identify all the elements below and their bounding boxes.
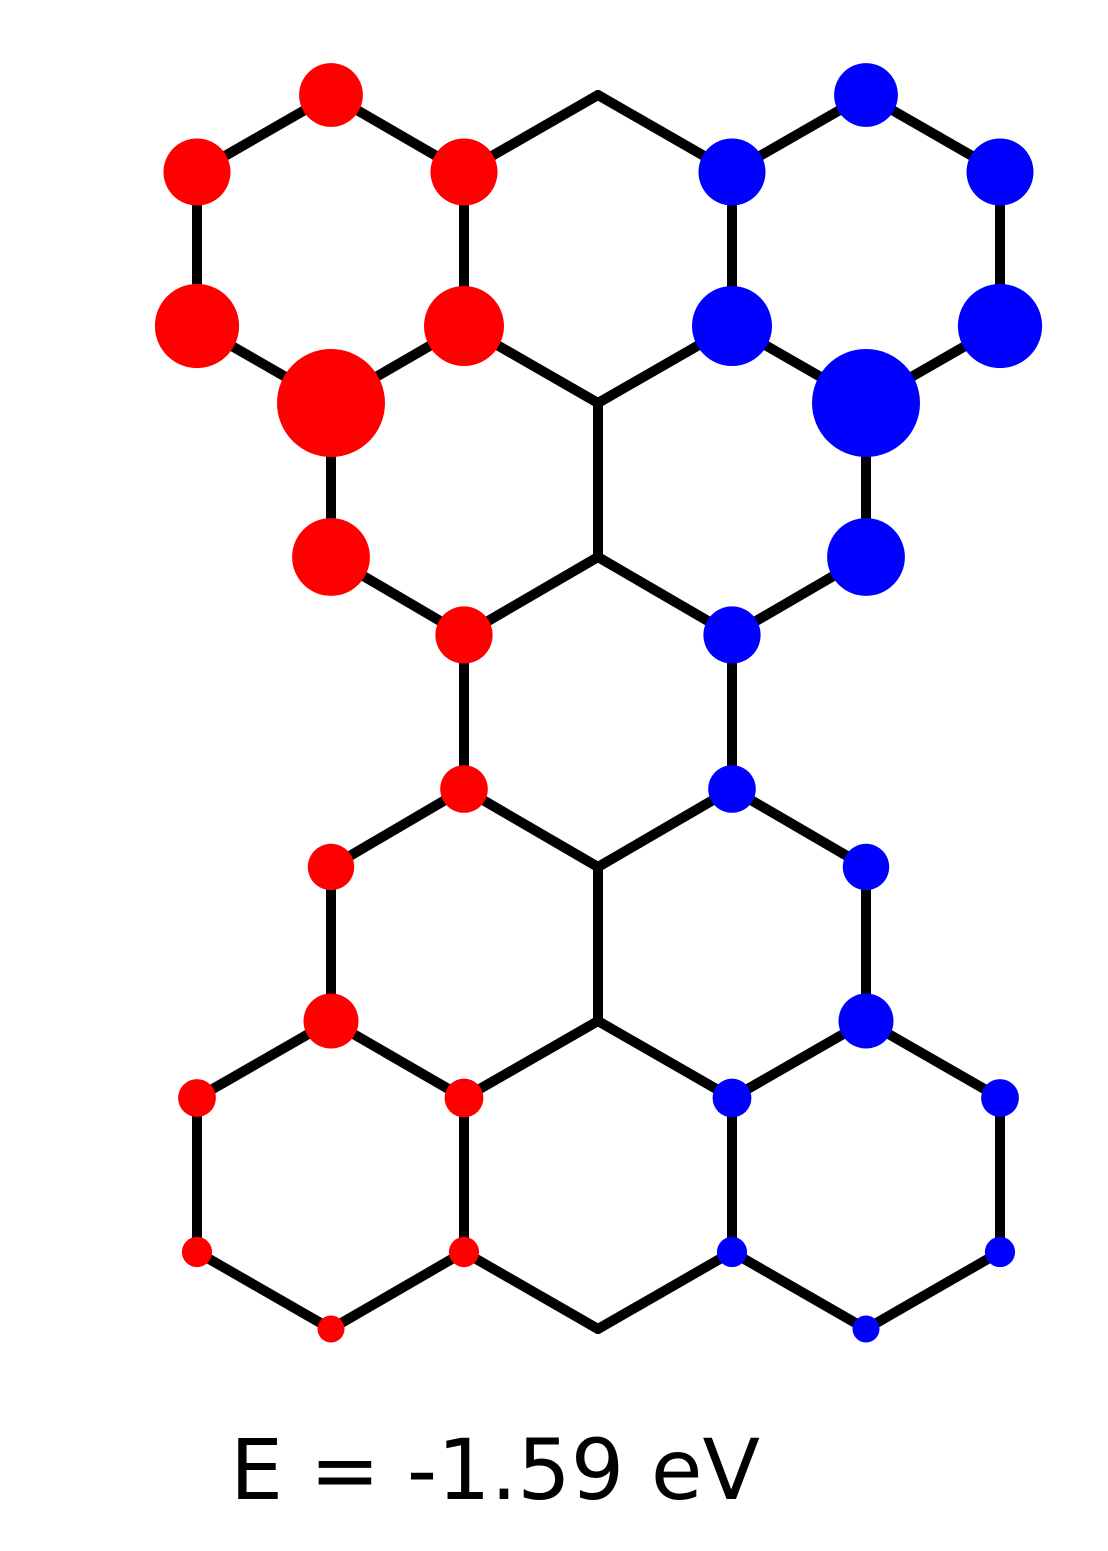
orbital-lobe-f2 xyxy=(444,1078,484,1118)
orbital-lobe-a5 xyxy=(698,138,766,206)
orbital-layer xyxy=(154,63,1043,1343)
orbital-lobe-d5 xyxy=(842,843,890,891)
orbital-lobe-f4 xyxy=(981,1079,1019,1117)
orbital-lobe-a3 xyxy=(430,138,498,206)
bond-e2-f3 xyxy=(593,1016,737,1103)
bond-h2-g3 xyxy=(593,1247,737,1334)
orbital-lobe-c4 xyxy=(703,606,761,664)
orbital-lobe-g3 xyxy=(716,1236,748,1268)
orbital-lobe-g4 xyxy=(984,1236,1016,1268)
orbital-lobe-h1 xyxy=(317,1315,345,1343)
bond-d3-d5 xyxy=(727,784,871,872)
bond-g1-h1 xyxy=(192,1247,336,1334)
orbital-lobe-g2 xyxy=(448,1236,480,1268)
bond-g2-h2 xyxy=(459,1247,603,1334)
bond-h1-g2 xyxy=(326,1247,469,1334)
bond-d2-d3 xyxy=(593,784,737,872)
orbital-lobe-c5 xyxy=(827,518,905,596)
orbital-lobe-d4 xyxy=(307,843,355,891)
orbital-lobe-e1 xyxy=(303,993,359,1049)
orbital-lobe-b2 xyxy=(277,349,385,457)
orbital-lobe-e3 xyxy=(838,993,894,1049)
orbital-lobe-a2 xyxy=(163,138,231,206)
orbital-lobe-b6 xyxy=(812,349,920,457)
orbital-lobe-g1 xyxy=(181,1236,213,1268)
energy-label: E = -1.59 eV xyxy=(229,1421,761,1519)
orbital-lobe-f1 xyxy=(178,1079,216,1117)
orbital-lobe-h3 xyxy=(852,1315,880,1343)
orbital-lobe-d3 xyxy=(708,765,756,813)
orbital-lobe-b7 xyxy=(957,283,1043,369)
orbital-lobe-c2 xyxy=(435,606,493,664)
orbital-lobe-a6 xyxy=(834,63,898,127)
orbital-lobe-b1 xyxy=(154,283,240,369)
bond-g3-h3 xyxy=(727,1247,871,1334)
orbital-lobe-a1 xyxy=(299,63,363,127)
orbital-lobe-c1 xyxy=(292,518,370,596)
bond-d1-d4 xyxy=(326,784,469,872)
bond-layer xyxy=(192,90,1005,1334)
orbital-lobe-d1 xyxy=(440,765,488,813)
orbital-lobe-a7 xyxy=(966,138,1034,206)
orbital-lobe-f3 xyxy=(712,1078,752,1118)
bond-e2-f2 xyxy=(459,1016,603,1103)
bond-d1-d2 xyxy=(459,784,603,872)
orbital-lobe-b5 xyxy=(692,286,772,366)
bond-h3-g4 xyxy=(861,1247,1005,1334)
orbital-lobe-b3 xyxy=(424,286,504,366)
